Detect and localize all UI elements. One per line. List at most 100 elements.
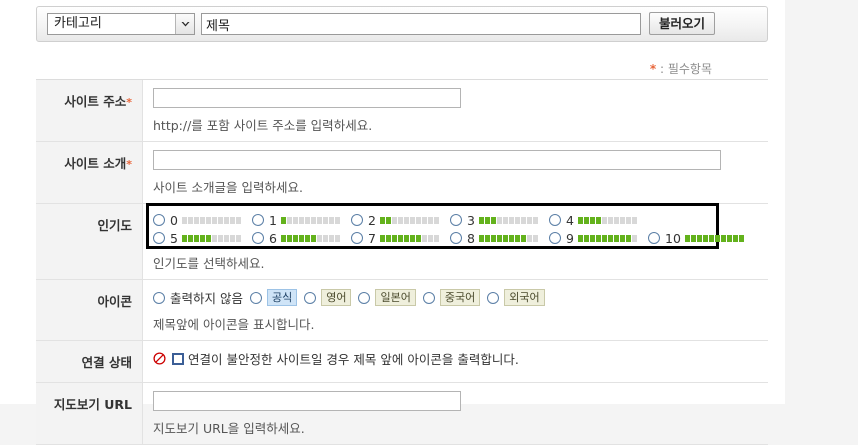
icon-radio-3[interactable]: [358, 291, 371, 304]
icon-radio-2[interactable]: [304, 291, 317, 304]
popularity-value-label: 6: [269, 230, 277, 246]
icon-radio-0[interactable]: [153, 291, 165, 304]
meter-segment: [484, 216, 490, 224]
popularity-option-10[interactable]: 10: [648, 231, 747, 246]
icon-option-5[interactable]: 외국어: [487, 289, 545, 306]
meter-segment: [421, 234, 427, 242]
load-button[interactable]: 불러오기: [649, 12, 716, 35]
popularity-option-0[interactable]: 0: [153, 213, 252, 228]
meter-segment: [415, 216, 421, 224]
title-input[interactable]: [201, 13, 641, 35]
popularity-radio-9[interactable]: [549, 232, 561, 244]
popularity-option-3[interactable]: 3: [450, 213, 549, 228]
popularity-radio-5[interactable]: [153, 232, 165, 244]
popularity-radio-1[interactable]: [252, 214, 264, 226]
meter-segment: [280, 216, 286, 224]
popularity-radio-6[interactable]: [252, 232, 264, 244]
meter-segment: [631, 234, 637, 242]
meter-segment: [478, 234, 484, 242]
popularity-option-4[interactable]: 4: [549, 213, 648, 228]
meter-segment: [229, 216, 235, 224]
popularity-radio-4[interactable]: [549, 214, 561, 226]
meter-segment: [520, 234, 526, 242]
map-url-input[interactable]: [153, 391, 461, 411]
required-note: * : 필수항목: [650, 60, 712, 77]
popularity-option-5[interactable]: 5: [153, 231, 252, 246]
icon-help: 제목앞에 아이콘을 표시합니다.: [153, 317, 315, 332]
meter-segment: [217, 216, 223, 224]
meter-segment: [379, 216, 385, 224]
popularity-radio-3[interactable]: [450, 214, 462, 226]
site-intro-input[interactable]: [153, 150, 721, 170]
icon-option-0[interactable]: 출력하지 않음: [153, 288, 243, 307]
label-site-intro-required: *: [126, 158, 132, 171]
meter-segment: [514, 234, 520, 242]
meter-segment: [508, 216, 514, 224]
meter-segment: [391, 234, 397, 242]
meter-segment: [322, 216, 328, 224]
meter-segment: [286, 234, 292, 242]
icon-radio-1[interactable]: [249, 291, 262, 304]
label-site-address-required: *: [126, 96, 132, 109]
label-map-url: 지도보기 URL: [36, 382, 143, 445]
label-site-intro-text: 사이트 소개: [64, 156, 127, 171]
meter-segment: [322, 234, 328, 242]
required-star: *: [649, 62, 657, 76]
field-site-address: http://를 포함 사이트 주소를 입력하세요.: [142, 80, 768, 142]
meter-segment: [532, 216, 538, 224]
meter-segment: [181, 216, 187, 224]
popularity-option-8[interactable]: 8: [450, 231, 549, 246]
meter-segment: [496, 234, 502, 242]
label-site-address-text: 사이트 주소: [64, 94, 127, 109]
popularity-meter: [280, 234, 340, 242]
site-address-input[interactable]: [153, 88, 461, 108]
icon-option-4[interactable]: 중국어: [422, 289, 481, 306]
label-icon-text: 아이콘: [97, 294, 132, 309]
meter-segment: [714, 234, 720, 242]
category-select[interactable]: 카테고리: [47, 13, 195, 35]
meter-segment: [625, 216, 631, 224]
meter-segment: [235, 234, 241, 242]
label-connection-state: 연결 상태: [36, 340, 143, 383]
icon-radio-4[interactable]: [422, 291, 435, 304]
meter-segment: [211, 234, 217, 242]
popularity-radio-10[interactable]: [648, 232, 660, 244]
popularity-option-2[interactable]: 2: [351, 213, 450, 228]
label-site-address: 사이트 주소*: [36, 80, 143, 142]
popularity-option-6[interactable]: 6: [252, 231, 351, 246]
popularity-meter: [577, 216, 637, 224]
popularity-value-label: 9: [566, 230, 574, 246]
popularity-option-7[interactable]: 7: [351, 231, 450, 246]
popularity-radio-8[interactable]: [450, 232, 462, 244]
meter-segment: [334, 234, 340, 242]
meter-segment: [732, 234, 738, 242]
meter-segment: [199, 216, 205, 224]
meter-segment: [433, 216, 439, 224]
category-select-value: 카테고리: [54, 16, 102, 31]
popularity-option-9[interactable]: 9: [549, 231, 648, 246]
popularity-radio-7[interactable]: [351, 232, 363, 244]
popularity-radio-2[interactable]: [351, 214, 363, 226]
meter-segment: [304, 234, 310, 242]
connection-state-checkbox[interactable]: [172, 352, 184, 365]
chevron-down-icon[interactable]: [175, 14, 194, 34]
meter-segment: [316, 234, 322, 242]
meter-segment: [577, 234, 583, 242]
icon-option-2[interactable]: 영어: [304, 289, 352, 306]
meter-segment: [502, 234, 508, 242]
meter-segment: [397, 234, 403, 242]
icon-option-1[interactable]: 공식: [249, 289, 298, 306]
meter-segment: [589, 216, 595, 224]
popularity-option-1[interactable]: 1: [252, 213, 351, 228]
meter-segment: [193, 234, 199, 242]
meter-segment: [235, 216, 241, 224]
meter-segment: [310, 234, 316, 242]
popularity-radio-0[interactable]: [153, 214, 165, 226]
icon-radio-5[interactable]: [487, 291, 500, 304]
icon-option-3[interactable]: 일본어: [358, 289, 416, 306]
meter-segment: [526, 216, 532, 224]
popularity-meter: [181, 216, 241, 224]
label-icon: 아이콘: [36, 279, 143, 341]
meter-segment: [601, 216, 607, 224]
